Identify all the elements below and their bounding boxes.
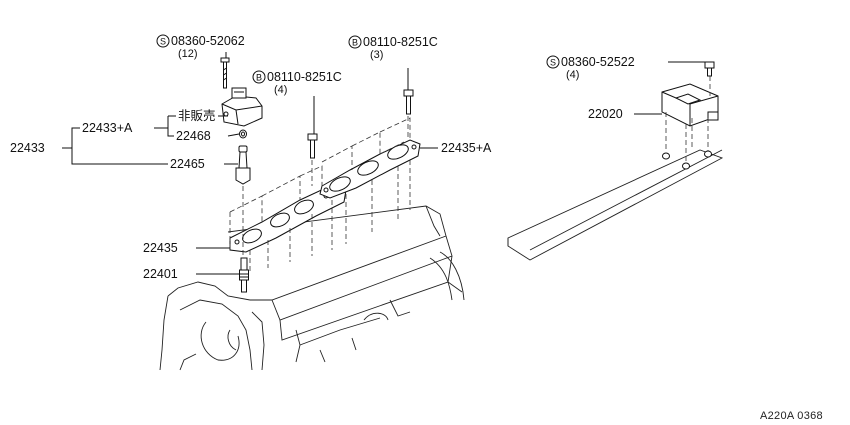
label-bolt-08360-52522-qty: (4) [566,69,579,81]
ignitor-bracket [507,149,724,261]
label-bolt-08110-8251c-left-qty: (4) [274,84,287,96]
label-bolt-08360-52062: 08360-52062 [171,34,245,48]
label-coil-boot-22465: 22465 [170,157,205,171]
coil-seal[interactable] [239,129,247,139]
svg-text:S: S [160,37,166,47]
ignition-plate-right[interactable] [319,139,421,199]
symbol-s-52062: S [156,34,170,48]
label-bolt-08360-52522: 08360-52522 [561,55,635,69]
label-coil-seal-22468: 22468 [176,129,211,143]
label-coil-group-22433: 22433 [10,141,45,155]
label-bolt-08360-52062-qty: (12) [178,48,198,60]
ignition-coil[interactable] [221,87,263,127]
bolt-08360-52522[interactable] [704,61,715,77]
spark-plug[interactable] [239,257,249,293]
diagram-reference-code: A220A 0368 [760,410,823,422]
label-bolt-08110-8251c-left: 08110-8251C [267,70,342,84]
label-coil-22433a: 22433+A [82,121,133,135]
label-not-sold: 非販売 [178,108,216,123]
ignitor-dashed-lines [665,76,711,162]
symbol-b-left: B [252,70,266,84]
svg-text:B: B [256,73,262,83]
label-plate-22435a: 22435+A [441,141,492,155]
svg-text:B: B [352,38,358,48]
label-plate-22435: 22435 [143,241,178,255]
svg-text:S: S [550,58,556,68]
leader-lines [62,52,706,275]
label-bolt-08110-8251c-right: 08110-8251C [363,35,438,49]
bolt-08360-52062[interactable] [220,57,230,89]
ignitor-mount-studs [662,150,712,170]
label-spark-plug-22401: 22401 [143,267,178,281]
label-ignitor-22020: 22020 [588,107,623,121]
bolt-08110-8251c-right[interactable] [403,89,414,115]
bolt-08110-8251c-left[interactable] [307,133,318,159]
symbol-s-52522: S [546,55,560,69]
label-bolt-08110-8251c-right-qty: (3) [370,49,383,61]
symbol-b-right: B [348,35,362,49]
alignment-lines [229,116,411,272]
coil-boot[interactable] [235,145,251,185]
engine-cylinder-head [159,205,465,371]
ignitor-module[interactable] [661,83,719,127]
